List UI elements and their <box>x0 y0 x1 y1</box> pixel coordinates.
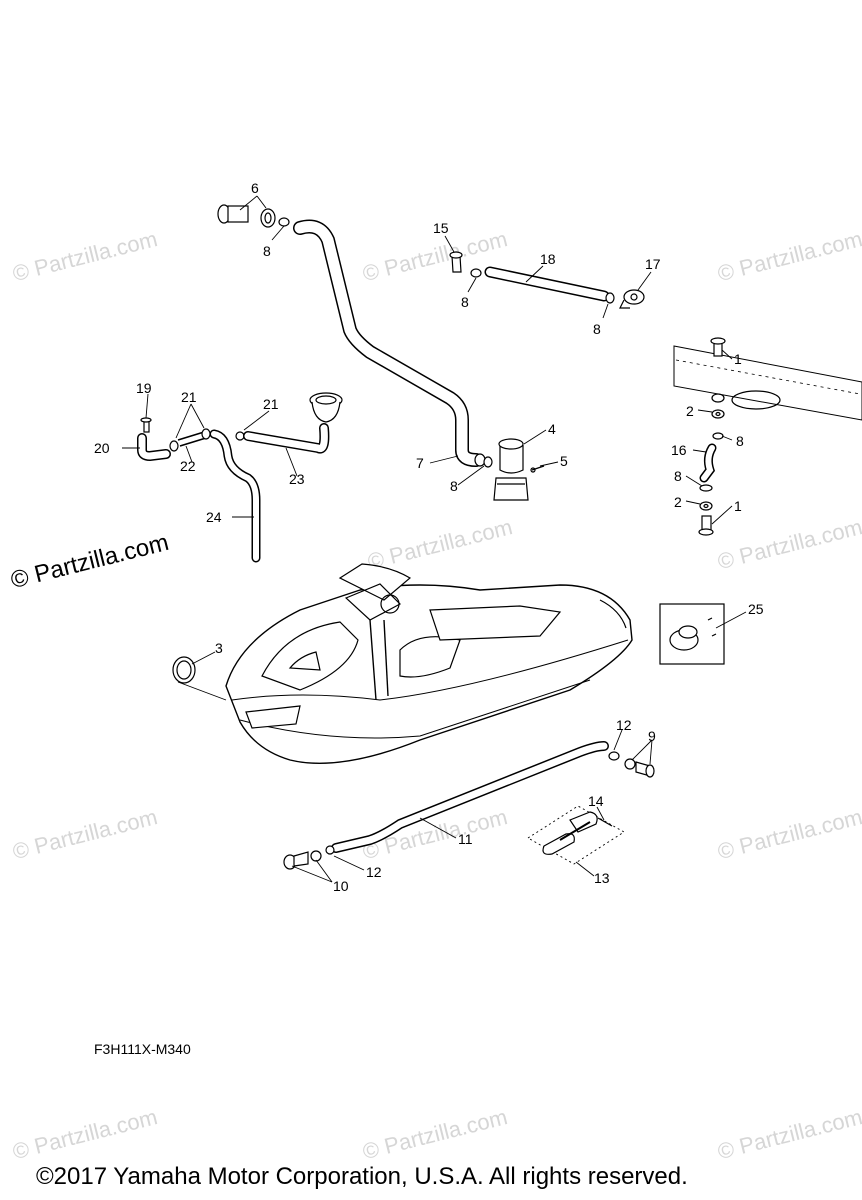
callout-23: 23 <box>289 471 305 487</box>
callout-17: 17 <box>645 256 661 272</box>
callout-7: 7 <box>416 455 424 471</box>
diagram-code: F3H111X-M340 <box>94 1041 191 1057</box>
part-21-22-clamps <box>169 428 245 452</box>
copyright-notice: ©2017 Yamaha Motor Corporation, U.S.A. A… <box>36 1163 688 1190</box>
callout-21: 21 <box>181 389 197 405</box>
callout-8: 8 <box>593 321 601 337</box>
callout-8: 8 <box>450 478 458 494</box>
callout-labels: 6 8 15 18 17 8 8 1 2 8 16 8 2 1 4 5 7 8 … <box>94 180 764 894</box>
callout-5: 5 <box>560 453 568 469</box>
drain-parts <box>698 337 726 536</box>
hose-23-24 <box>209 423 330 563</box>
part-17-valve <box>619 289 645 309</box>
callout-2: 2 <box>686 403 694 419</box>
part-15-fitting <box>449 251 482 278</box>
part-4-bilge-pump <box>493 438 545 501</box>
callout-8: 8 <box>263 243 271 259</box>
callout-6: 6 <box>251 180 259 196</box>
hose-7 <box>293 219 493 468</box>
callout-1: 1 <box>734 498 742 514</box>
part-9-fitting <box>608 751 655 778</box>
callout-1: 1 <box>734 351 742 367</box>
callout-18: 18 <box>540 251 556 267</box>
callout-20: 20 <box>94 440 110 456</box>
part-25-inset <box>659 603 725 665</box>
callout-13: 13 <box>594 870 610 886</box>
callout-15: 15 <box>433 220 449 236</box>
part-6-fitting <box>217 204 290 228</box>
callout-21: 21 <box>263 396 279 412</box>
callout-12: 12 <box>366 864 382 880</box>
callout-3: 3 <box>215 640 223 656</box>
callout-22: 22 <box>180 458 196 474</box>
part-3-plug <box>172 656 196 684</box>
callout-2: 2 <box>674 494 682 510</box>
callout-24: 24 <box>206 509 222 525</box>
callout-11: 11 <box>458 831 473 847</box>
callout-9: 9 <box>648 728 656 744</box>
callout-12: 12 <box>616 717 632 733</box>
callout-16: 16 <box>671 442 687 458</box>
part-13-14-inset <box>527 805 625 865</box>
hose-18 <box>484 266 615 304</box>
callout-4: 4 <box>548 421 556 437</box>
callout-8: 8 <box>461 294 469 310</box>
tube-11 <box>331 741 609 853</box>
callout-8: 8 <box>736 433 744 449</box>
hull-strip <box>673 345 862 421</box>
boat-hull <box>225 563 633 764</box>
part-19-screw <box>140 417 152 433</box>
part-10-fitting <box>283 845 335 870</box>
part-20-elbow <box>137 433 171 462</box>
callout-19: 19 <box>136 380 152 396</box>
callout-25: 25 <box>748 601 764 617</box>
callout-10: 10 <box>333 878 349 894</box>
cup-holder <box>309 392 343 423</box>
leader-lines <box>122 195 747 883</box>
callout-14: 14 <box>588 793 604 809</box>
callout-8: 8 <box>674 468 682 484</box>
